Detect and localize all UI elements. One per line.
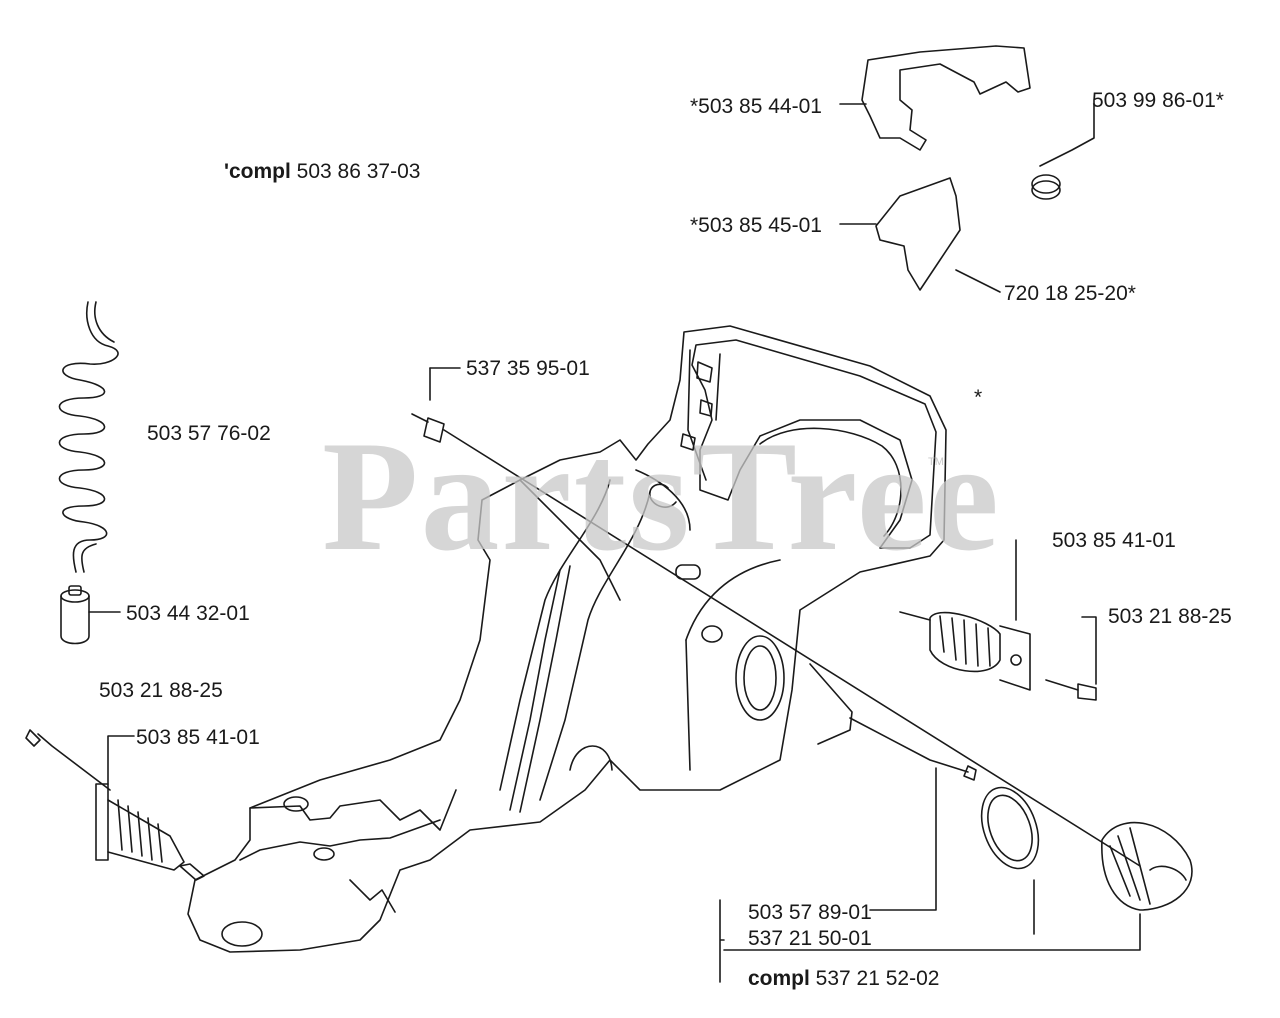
- handle-top-cover-part: [839, 45, 1031, 151]
- throttle-spring-part: [1031, 99, 1095, 200]
- compl-number: 503 86 37-03: [290, 160, 421, 183]
- compl-prefix-2: compl: [748, 967, 810, 990]
- part-label-compl-503-86-37-03: 'compl 503 86 37-03: [224, 161, 420, 182]
- part-label-503-21-88-25-right: 503 21 88-25: [1108, 605, 1232, 628]
- part-label-503-57-76-02: 503 57 76-02: [147, 422, 271, 445]
- assembly-axis-line: [443, 429, 1141, 867]
- right-anti-vibration-spring-part: [899, 539, 1097, 701]
- part-label-720-18-25-20: 720 18 25-20*: [1004, 282, 1136, 305]
- parts-tree-watermark: PartsTree: [322, 409, 1001, 584]
- part-label-503-85-45-01: *503 85 45-01: [690, 214, 822, 237]
- fuel-cap-part: [723, 786, 1193, 951]
- part-label-503-44-32-01: 503 44 32-01: [126, 602, 250, 625]
- part-label-537-35-95-01: 537 35 95-01: [466, 357, 590, 380]
- compl-number-2: 537 21 52-02: [809, 967, 940, 990]
- part-label-503-85-44-01: *503 85 44-01: [690, 95, 822, 118]
- lower-bracket-lines: [719, 899, 725, 983]
- fuel-hose-coil-part: [58, 301, 119, 573]
- part-label-503-21-88-25-left: 503 21 88-25: [99, 679, 223, 702]
- compl-prefix: 'compl: [224, 160, 291, 183]
- part-label-503-85-41-01-right: 503 85 41-01: [1052, 529, 1176, 552]
- part-label-503-99-86-01: 503 99 86-01*: [1092, 89, 1224, 112]
- tank-housing-part: [187, 325, 947, 953]
- throttle-lockout-part: [839, 177, 1001, 293]
- part-label-503-57-89-01: 503 57 89-01: [748, 901, 872, 924]
- part-label-asterisk: *: [974, 386, 983, 409]
- rubber-buffer-part: [411, 367, 461, 443]
- fuel-filter-part: [60, 585, 121, 645]
- left-anti-vibration-spring-part: [25, 729, 205, 881]
- choke-cable-part: [809, 663, 977, 911]
- part-label-compl-537-21-52-02: compl 537 21 52-02: [748, 968, 939, 989]
- part-label-503-85-41-01-left: 503 85 41-01: [136, 726, 260, 749]
- trademark-mark: TM: [928, 456, 944, 468]
- part-label-537-21-50-01: 537 21 50-01: [748, 927, 872, 950]
